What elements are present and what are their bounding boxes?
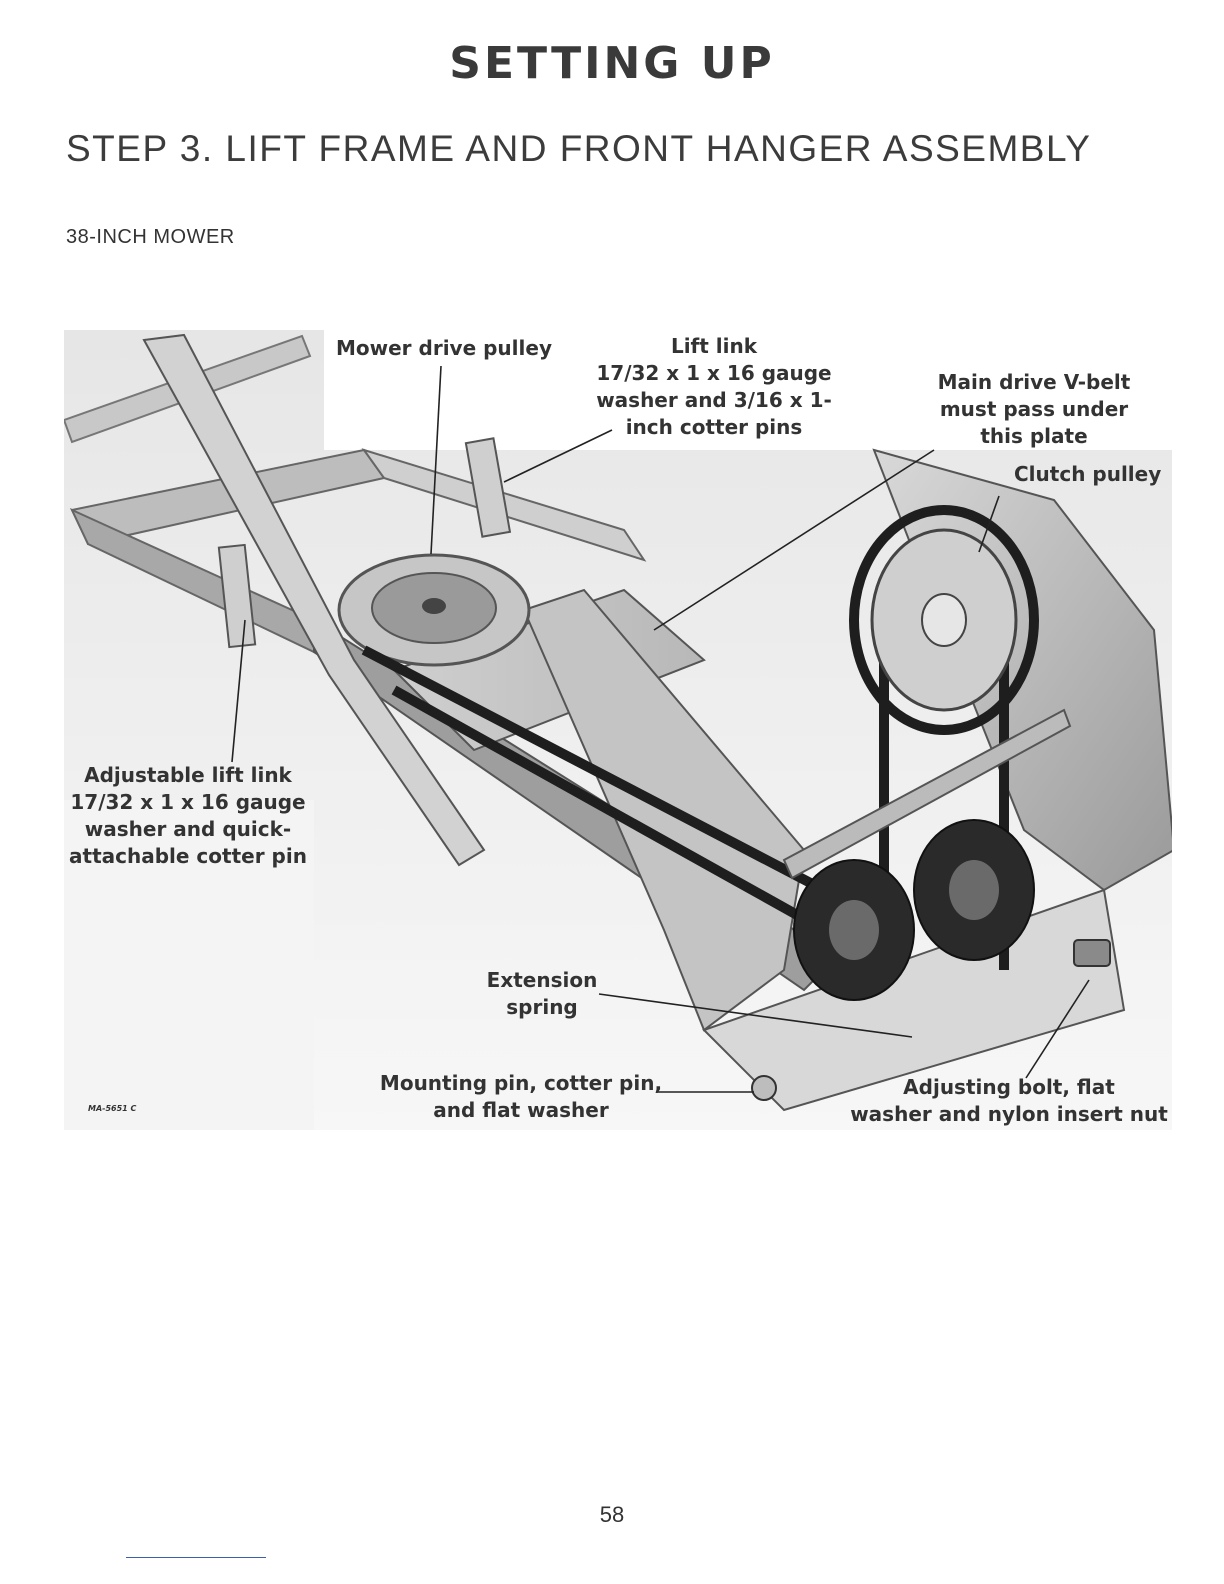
mower-drive-pulley — [337, 553, 531, 667]
lift-link-callout: Lift link 17/32 x 1 x 16 gauge washer an… — [596, 334, 832, 439]
page-number: 58 — [599, 1502, 625, 1527]
lift-arm — [142, 333, 486, 867]
main-drive-belt-callout: Main drive V-belt must pass under this p… — [937, 370, 1131, 448]
mounting-pin — [751, 1075, 777, 1101]
figure-reference-code: MA-5651 C — [88, 1104, 137, 1113]
clutch-pulley-callout: Clutch pulley — [1014, 462, 1162, 486]
mower-drive-pulley-callout: Mower drive pulley — [336, 336, 552, 360]
clutch-pulley — [870, 528, 1018, 712]
lower-pulleys — [793, 819, 1035, 1001]
mower-frame-illustration: Mower drive pulley Lift link 17/32 x 1 x… — [64, 330, 1172, 1130]
model-label: 38-INCH MOWER — [66, 226, 235, 248]
adjusting-bolt-callout: Adjusting bolt, flat washer and nylon in… — [850, 1075, 1168, 1126]
mounting-pin-callout: Mounting pin, cotter pin, and flat washe… — [379, 1071, 663, 1122]
step-heading: STEP 3. LIFT FRAME AND FRONT HANGER ASSE… — [66, 128, 1092, 169]
lift-link-part — [464, 437, 512, 538]
idler-shaft — [782, 708, 1072, 880]
frame-assembly-drawing — [64, 330, 1172, 1130]
footer-rule — [126, 1557, 266, 1558]
adjustable-lift-link-callout: Adjustable lift link 17/32 x 1 x 16 gaug… — [69, 763, 307, 868]
callout-leaders — [231, 365, 1090, 1093]
adjusting-bolt — [1073, 939, 1111, 967]
extension-spring-callout: Extension spring — [486, 968, 598, 1019]
page-title: SETTING UP — [449, 38, 775, 89]
